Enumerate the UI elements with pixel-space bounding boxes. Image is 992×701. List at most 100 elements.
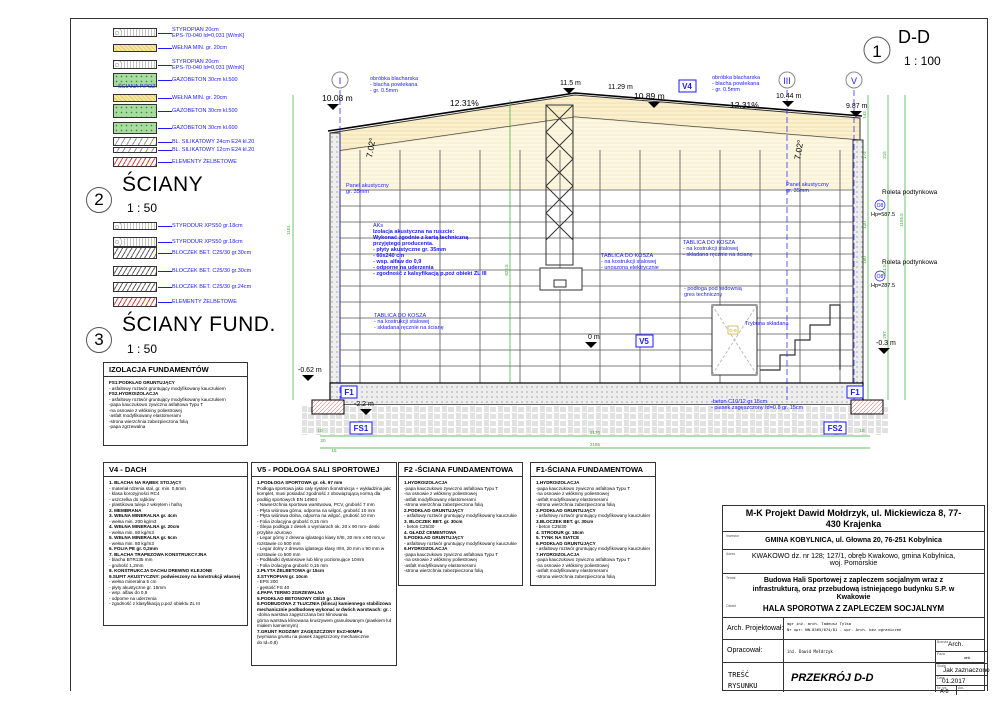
dim-20: 20 xyxy=(320,438,326,443)
note-beton: -beton C10/12 gr 15cm xyxy=(711,399,768,405)
legend-label: STYROPIAN 20cm xyxy=(172,26,219,33)
spec-line: -na osnowie z włókniny poliestrowej xyxy=(404,557,477,562)
spec-line: 1.PODŁOGA SPORTOWA gr. ok. 97 mm xyxy=(257,480,343,485)
spec-line: - wełna min. 80 kg/m3 xyxy=(109,529,154,535)
floor-slab xyxy=(329,382,864,406)
spec-line: FS1:PODKŁAD GRUNTUJĄCY xyxy=(109,380,175,385)
elev-m062: -0.62 m xyxy=(298,367,322,374)
spec-line: - płyty akustyczne gr. 15mm xyxy=(109,584,166,590)
dim-8265: 826.5 xyxy=(504,264,509,276)
spec-line: - Płyta wiórowa dolna, odporna na wilgoć… xyxy=(257,513,375,518)
fund-legend-label: STYRODUR XPS50 gr.18cm xyxy=(172,223,243,229)
branza: Arch. xyxy=(948,641,964,648)
spec-line: - EPS 200 xyxy=(257,579,278,584)
leader-line xyxy=(158,64,172,66)
dim-1101: 1101 xyxy=(286,225,291,235)
spec-line: -papa kauczukowo zywiczno asfaltowa Typu… xyxy=(404,551,499,557)
arch-name: mgr inż. arch. Tadeusz Tylka xyxy=(787,621,852,626)
elev-1089: 10.89 m xyxy=(634,91,665,101)
spec-line: 5.PODKŁAD BETONOWY C8/10 gr. 15cm xyxy=(257,595,346,601)
spec-line: -asfalt modyfikowany elastomerami xyxy=(404,496,476,502)
spec-line: -strona wierzchnia zabezpieczona folią xyxy=(536,573,615,579)
legend-swatch xyxy=(113,122,157,134)
oprac-label: Opracował: xyxy=(727,647,763,654)
leader-line xyxy=(158,287,172,288)
fund-legend-label: BLOCZEK BET. C25/30 gr.24cm xyxy=(172,284,252,290)
spec-line: 5.PODKŁAD GRUNTUJĄCY xyxy=(404,535,464,540)
note-tab2: - unoszona elektrycznie xyxy=(601,265,659,271)
legend-label: STYROPIAN 20cm xyxy=(172,58,219,65)
hp-1: Hp=587.5 xyxy=(871,212,895,218)
box-title: V4 - DACH xyxy=(104,463,247,477)
legend-label: EPS-70-040 ld=0,031 [W/mK] xyxy=(172,65,245,71)
spec-line: 6.HYDROIZOLACJA xyxy=(404,546,448,551)
drawing-name: PRZEKRÓJ D-D xyxy=(791,672,874,684)
legend-swatch xyxy=(113,60,157,69)
leader-line xyxy=(158,302,172,303)
dim-2170: 2170 xyxy=(590,430,601,435)
spec-line: -asfalt modyfikowany elastomerami xyxy=(109,413,181,418)
spec-line: -asfalt modyfikowany elastomerami xyxy=(536,496,608,502)
angle-right: 7.02° xyxy=(792,139,805,160)
leader-line xyxy=(158,253,172,254)
spec-line: - klasa korozyjności RC4 xyxy=(109,491,160,496)
spec-line: 4. GŁADŹ CEMENTOWA xyxy=(404,529,457,535)
spec-line: 4.PAPA TERMO ZGRZEWALNA xyxy=(257,590,325,595)
spec-line: 9.SUFIT AKUSTYCZNY: podwieszony na konst… xyxy=(109,573,241,579)
data-label: Data xyxy=(937,676,945,680)
tresc-label-1: TREŚĆ xyxy=(728,671,750,679)
roleta-1: Roleta podtynkowa xyxy=(882,189,938,196)
legend-swatch xyxy=(113,44,157,52)
note-panel: gr. 35mm xyxy=(786,188,809,194)
sheet-frame xyxy=(70,18,988,691)
fund-scale: 1 : 50 xyxy=(127,342,158,356)
spec-line: 3. BLOCZEK BET. gr. 30cm xyxy=(404,518,463,524)
note-tab2: TABLICA DO KOSZA xyxy=(601,253,653,259)
footing-right xyxy=(850,399,884,415)
fund-legend-swatch xyxy=(113,282,157,292)
spec-line: 2. MEMBRANA xyxy=(109,507,142,513)
spec-line: - asfaltowy roztwór gruntujący modyfikow… xyxy=(536,546,650,551)
basketball-tower xyxy=(539,104,583,291)
spec-line: (wymiana gruntu na piasek zagęszczony me… xyxy=(257,634,370,639)
spec-line: -asfalt modyfikowany elastomerami xyxy=(404,562,476,568)
elevation-markers xyxy=(302,88,890,415)
o8-tag-1: O8 xyxy=(877,203,884,209)
ceiling-zone xyxy=(330,117,860,190)
spec-line: - Podkładki dystansowe lub kliny poziomu… xyxy=(257,557,365,562)
spec-line: - blacha BTR135 mm xyxy=(109,557,153,562)
spec-line: - asfaltowy roztwór gruntujący modyfikow… xyxy=(404,540,517,546)
temat-label: Temat xyxy=(726,576,736,580)
legend-label: BL. SILIKATOWY 24cm E24 kl.20 xyxy=(172,138,255,145)
fund-legend-swatch xyxy=(113,247,157,259)
elev-1129: 11.29 m xyxy=(608,84,633,91)
dim-215: 215 xyxy=(882,151,887,159)
ground xyxy=(300,405,890,435)
elev-1008: 10.08 m xyxy=(322,93,353,103)
dimension-lines xyxy=(292,95,906,449)
note-obrobka: - blacha powlekana xyxy=(712,81,760,87)
spec-line: -papa kauczukowo zywiczno asfaltowa Typu… xyxy=(536,557,631,562)
spec-line: -asfalt modyfikowany elastomerami xyxy=(536,568,608,573)
note-obrobka: - gr. 0.5mm xyxy=(712,87,740,93)
footing-left xyxy=(311,399,345,415)
leader-line xyxy=(158,162,172,163)
spec-line: 7.GRUNT RODZIMY ZAGĘSZCZONY Ev2>60MPa xyxy=(257,628,363,634)
spec-line: 8. KONSTRUKCJA DACHU DREWNO KLEJONE xyxy=(109,568,213,573)
note-podloga: - podłoga pod widownią xyxy=(684,286,743,292)
spec-line: - plastikowa tuleja z wkrętem i hafrą xyxy=(109,502,182,507)
note-obrobka: obróbka blacharska xyxy=(370,76,419,82)
spec-line: - beton C25/30 xyxy=(404,524,435,529)
tag-fs1: FS1 xyxy=(354,424,369,433)
spec-line: -papa kauczukowo zywiczno asfaltowa Typu… xyxy=(536,485,631,491)
spec-line: - asfaltowy roztwór gruntujący modyfikow… xyxy=(404,513,517,518)
legend-label: WEŁNA MIN. gr. 20cm xyxy=(172,95,228,101)
legend-swatch xyxy=(113,73,157,87)
elev-987: 9.87 m xyxy=(846,103,868,110)
spec-line: 7.HYDROIZOLACJA xyxy=(536,551,580,557)
spec-line: -na osnowie z włókniny poliestrowej xyxy=(109,407,182,413)
left-wall xyxy=(329,132,341,384)
